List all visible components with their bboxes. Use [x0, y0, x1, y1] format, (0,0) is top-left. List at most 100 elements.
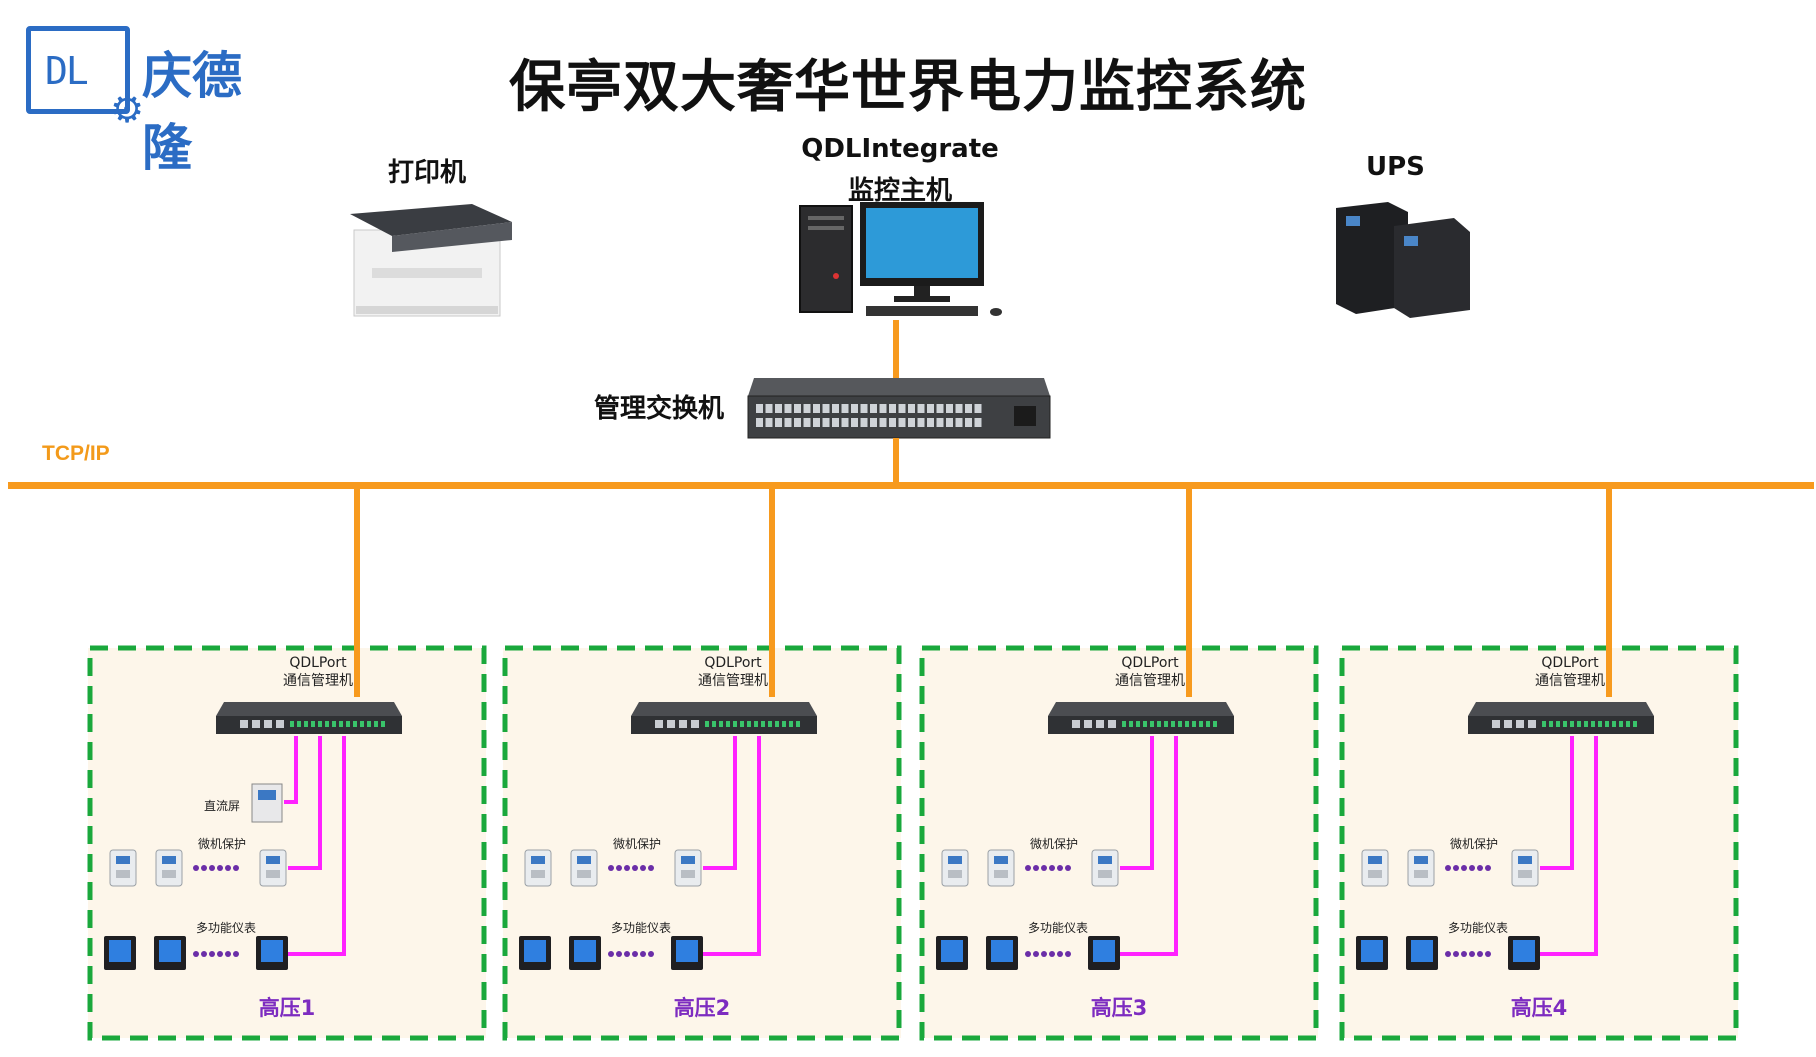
- gateway-terminal: [346, 721, 350, 727]
- switch-bus-link: [893, 438, 899, 482]
- protection-link: [1120, 736, 1154, 870]
- zone-title: 高压3: [1091, 996, 1148, 1020]
- ellipsis-dot: [201, 865, 207, 871]
- gateway-terminal: [1157, 721, 1161, 727]
- relay-keys: [162, 870, 176, 878]
- gateway-port: [1096, 720, 1104, 728]
- gateway-terminal: [1633, 721, 1637, 727]
- gear-icon: ⚙: [110, 87, 145, 131]
- dc-panel-label: 直流屏: [204, 799, 240, 813]
- printer-tray: [372, 268, 482, 278]
- meter-label: 多功能仪表: [1448, 921, 1508, 935]
- ellipsis-dot: [616, 865, 622, 871]
- switch-port: [851, 404, 858, 413]
- switch-port: [898, 418, 906, 427]
- gateway-terminal: [1584, 721, 1588, 727]
- gateway-terminal: [761, 721, 765, 727]
- gateway-port: [691, 720, 699, 728]
- switch-port: [927, 418, 934, 427]
- gateway-label-line1: QDLPort: [1121, 655, 1179, 671]
- protection-relay-icon: [259, 849, 287, 887]
- gateway-terminal: [1626, 721, 1630, 727]
- dc-link: [284, 736, 298, 804]
- protection-relay-icon: [109, 849, 137, 887]
- ellipsis-dot: [616, 951, 622, 957]
- gateway-port: [1072, 720, 1080, 728]
- gateway-port: [240, 720, 248, 728]
- ellipsis-dot: [1477, 951, 1483, 957]
- protection-label: 微机保护: [1030, 837, 1078, 851]
- printer-base: [356, 306, 498, 314]
- switch-port: [908, 404, 915, 413]
- ellipsis-dot: [1041, 951, 1047, 957]
- protection-relay-icon: [1091, 849, 1119, 887]
- protection-link: [288, 736, 322, 870]
- switch-port: [927, 404, 934, 413]
- protection-relay-icon: [1511, 849, 1539, 887]
- meter-label: 多功能仪表: [196, 921, 256, 935]
- relay-keys: [266, 870, 280, 878]
- meter-screen: [1093, 940, 1115, 962]
- switch-port: [775, 418, 782, 427]
- zone-title: 高压4: [1511, 996, 1568, 1020]
- switch-power-socket: [1014, 406, 1036, 426]
- gateway-port: [1108, 720, 1116, 728]
- ellipsis-dot: [640, 951, 646, 957]
- gateway-terminal: [1577, 721, 1581, 727]
- relay-screen: [681, 856, 695, 864]
- zone-border: [502, 645, 902, 1041]
- meter-screen: [1361, 940, 1383, 962]
- relay-keys: [531, 870, 545, 878]
- gateway-port: [264, 720, 272, 728]
- gateway-label-line2: 通信管理机: [1115, 673, 1185, 689]
- host-label-line2: 监控主机: [847, 176, 952, 206]
- zone-border: [87, 645, 487, 1041]
- gateway-terminal: [1556, 721, 1560, 727]
- gateway-terminal: [367, 721, 371, 727]
- logo-text: 庆德隆: [142, 47, 242, 177]
- relay-keys: [577, 870, 591, 878]
- protection-link: [703, 736, 737, 870]
- printer-panel: [392, 222, 512, 252]
- gateway-terminal: [789, 721, 793, 727]
- gateway-terminal: [1549, 721, 1553, 727]
- switch-port: [841, 418, 849, 427]
- switch-port: [870, 418, 877, 427]
- ellipsis-dot: [1485, 865, 1491, 871]
- protection-label: 微机保护: [1450, 837, 1498, 851]
- printer-label: 打印机: [388, 158, 467, 188]
- relay-keys: [681, 870, 695, 878]
- switch-port: [822, 404, 830, 413]
- switch-port: [889, 418, 896, 427]
- ellipsis-dot: [1033, 865, 1039, 871]
- gateway-terminal: [719, 721, 723, 727]
- switch-top: [748, 378, 1050, 396]
- relay-keys: [1368, 870, 1382, 878]
- gateway-terminal: [1122, 721, 1126, 727]
- meter-link: [1120, 736, 1178, 956]
- meter-screen: [676, 940, 698, 962]
- gateway-terminal: [747, 721, 751, 727]
- gateway-top: [1048, 702, 1234, 716]
- switch-port: [841, 404, 849, 413]
- gateway-terminal: [1206, 721, 1210, 727]
- gateway-top: [1468, 702, 1654, 716]
- gateway-terminal: [768, 721, 772, 727]
- switch-port: [803, 404, 811, 413]
- protection-relay-icon: [987, 849, 1015, 887]
- gateway-terminal: [796, 721, 800, 727]
- gateway-top: [216, 702, 402, 716]
- switch-port: [784, 418, 792, 427]
- meter-screen: [159, 940, 181, 962]
- ellipsis-dot: [209, 951, 215, 957]
- switch-port: [784, 404, 792, 413]
- switch-port: [879, 418, 887, 427]
- switch-port: [756, 418, 763, 427]
- protection-relay-icon: [941, 849, 969, 887]
- gateway-terminal: [297, 721, 301, 727]
- gateway-terminal: [712, 721, 716, 727]
- gateway-terminal: [1150, 721, 1154, 727]
- gateway-label-line2: 通信管理机: [1535, 673, 1605, 689]
